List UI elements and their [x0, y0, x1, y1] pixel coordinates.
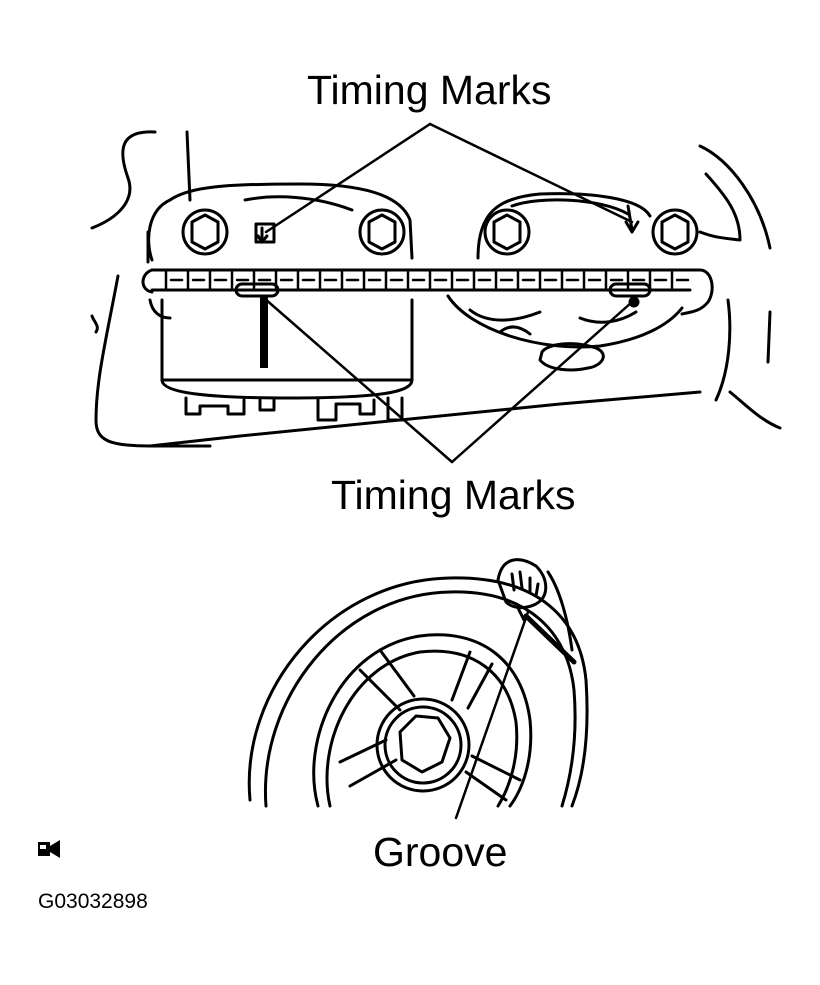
cap-timing-marks: [254, 204, 640, 244]
left-cam-sprocket: [160, 282, 414, 422]
crankshaft-pulley: [247, 576, 589, 808]
groove-leader: [454, 610, 530, 820]
camshaft-bolts: [181, 208, 699, 256]
mid-timing-marks-leaders: [262, 296, 634, 464]
timing-chain: [141, 268, 714, 320]
cam-bearing-caps: [146, 182, 652, 264]
chain-links: [164, 270, 690, 290]
groove-label: Groove: [373, 829, 508, 875]
camera-icon: [38, 840, 60, 858]
figure-id: G03032898: [38, 890, 148, 913]
timing-scale: [496, 558, 577, 665]
timing-marks-label-top: Timing Marks: [307, 67, 552, 113]
right-cam-sprocket: [446, 282, 684, 372]
timing-marks-label-bottom: Timing Marks: [331, 472, 576, 518]
top-timing-marks-leaders: [264, 122, 634, 234]
